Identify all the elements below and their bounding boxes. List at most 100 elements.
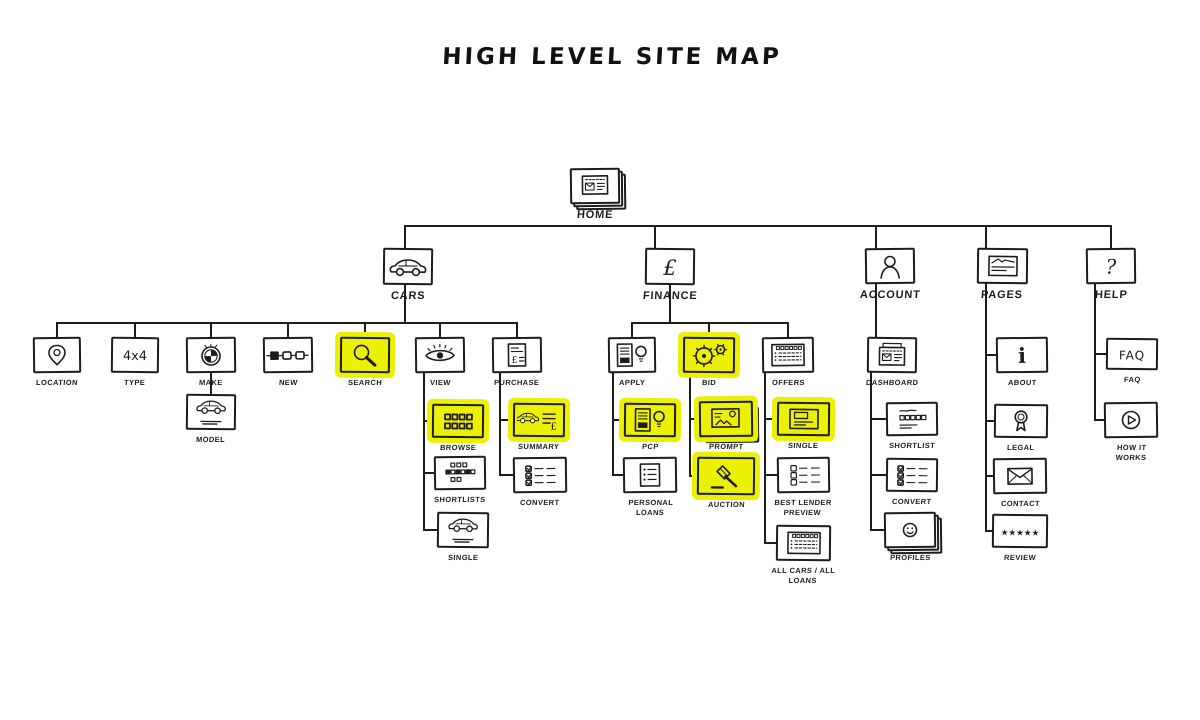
node-pages: PAGES [957,247,1047,301]
car-detail-icon [196,400,226,425]
node-label-finance: FINANCE [642,290,698,302]
node-auction: AUCTION [681,456,771,510]
node-how-it-works: HOW IT WORKS [1086,401,1176,463]
node-box-model [185,393,237,431]
node-label-account: ACCOUNT [859,289,921,301]
node-convert-cars: CONVERT [495,456,585,508]
node-label-review: REVIEW [1003,553,1037,562]
node-box-convert-cars [512,456,568,494]
node-label-new: NEW [278,378,298,387]
info-icon: i [1018,343,1026,368]
checklist-icon [525,465,556,487]
node-personal-loans: PERSONAL LOANS [605,456,695,518]
node-box-purchase: £ [491,336,543,374]
node-single-car: SINGLE [418,511,508,563]
eye-icon [425,343,455,362]
node-label-convert-cars: CONVERT [519,498,561,507]
node-label-apply: APPLY [618,378,646,387]
node-box-summary: £ [512,402,566,438]
node-label-contact: CONTACT [1000,499,1040,508]
node-label-single-offer: SINGLE [787,441,819,450]
node-prompt: PROMPT [681,400,771,452]
node-account: ACCOUNT [845,247,935,301]
node-box-finance: £ [644,247,696,286]
node-label-legal: LEGAL [1007,443,1036,452]
chain-links-icon [266,351,309,361]
node-box-search [339,336,391,374]
node-label-purchase: PURCHASE [494,378,540,387]
node-best-lender-preview: BEST LENDER PREVIEW [758,456,848,518]
node-label-convert-account: CONVERT [891,497,933,506]
dashboard-window-icon [878,342,906,366]
checkbox-list-icon [789,465,820,486]
svg-text:★★★★★: ★★★★★ [1001,528,1040,538]
node-box-account [864,247,916,285]
node-box-home [569,167,621,205]
browser-stack-icon [581,175,609,195]
node-make: MAKE [166,336,256,388]
node-box-type: 4x4 [110,336,160,374]
node-box-about: i [995,336,1049,374]
node-label-all-cars-all-loans: ALL CARS / ALL LOANS [771,566,836,585]
smiley-card-icon [902,522,918,538]
node-box-all-cars-all-loans [775,524,831,562]
svg-text:i: i [1018,343,1026,368]
node-box-auction [696,456,756,496]
node-shortlists: SHORTLISTS [415,455,505,505]
node-label-auction: AUCTION [707,500,745,509]
node-box-single-offer [776,401,830,437]
node-help: ?HELP [1066,247,1156,301]
node-label-shortlists: SHORTLISTS [433,495,487,504]
node-browse: BROWSE [413,403,503,453]
node-label-pcp: PCP [641,442,659,451]
node-label-prompt: PROMPT [708,442,744,451]
node-bid: BID [664,336,754,388]
node-box-dashboard [866,336,918,374]
node-box-browse [431,403,485,439]
node-box-pages [976,247,1028,285]
node-faq: FAQ FAQ [1087,337,1177,385]
node-shortlist: SHORTLIST [867,401,957,451]
node-label-model: MODEL [196,435,226,444]
node-label-personal-loans: PERSONAL LOANS [627,498,674,517]
mini-grid-icon [445,462,476,483]
thumbnail-grid-icon [444,413,473,430]
node-box-best-lender-preview [776,456,830,494]
node-label-make: MAKE [198,378,224,387]
svg-text:FAQ: FAQ [1119,348,1145,362]
brand-roundel-icon [201,343,221,366]
node-box-prompt [698,400,754,438]
application-bulb-icon [634,408,665,432]
node-purchase: £ PURCHASE [472,336,562,388]
node-convert-account: CONVERT [867,457,957,507]
node-label-faq: FAQ [1123,375,1141,384]
node-label-summary: SUMMARY [518,442,560,451]
node-box-legal [993,403,1049,439]
node-review: ★★★★★ REVIEW [975,513,1065,563]
list-icon [639,463,661,487]
card-lines-icon [788,408,818,430]
application-bulb-icon [616,343,647,367]
node-label-search: SEARCH [347,378,383,387]
node-box-location [32,336,82,374]
svg-text:£: £ [512,355,518,365]
checklist-icon [897,465,928,486]
node-label-browse: BROWSE [439,443,477,452]
faq-text-icon: FAQ [1119,348,1145,362]
node-label-type: TYPE [124,378,146,387]
node-box-review: ★★★★★ [991,513,1049,549]
node-box-help: ? [1085,247,1137,285]
node-box-convert-account [885,457,939,493]
car-summary-icon: £ [516,412,557,433]
node-cars: CARS [363,247,453,302]
node-dashboard: DASHBOARD [847,336,937,388]
node-label-location: LOCATION [35,378,79,387]
node-apply: APPLY [587,336,677,388]
node-box-cars [382,247,434,286]
gavel-icon [710,465,738,489]
magnifier-icon [353,344,377,367]
node-pcp: PCP [605,402,695,452]
node-profiles: PROFILES [865,511,955,563]
